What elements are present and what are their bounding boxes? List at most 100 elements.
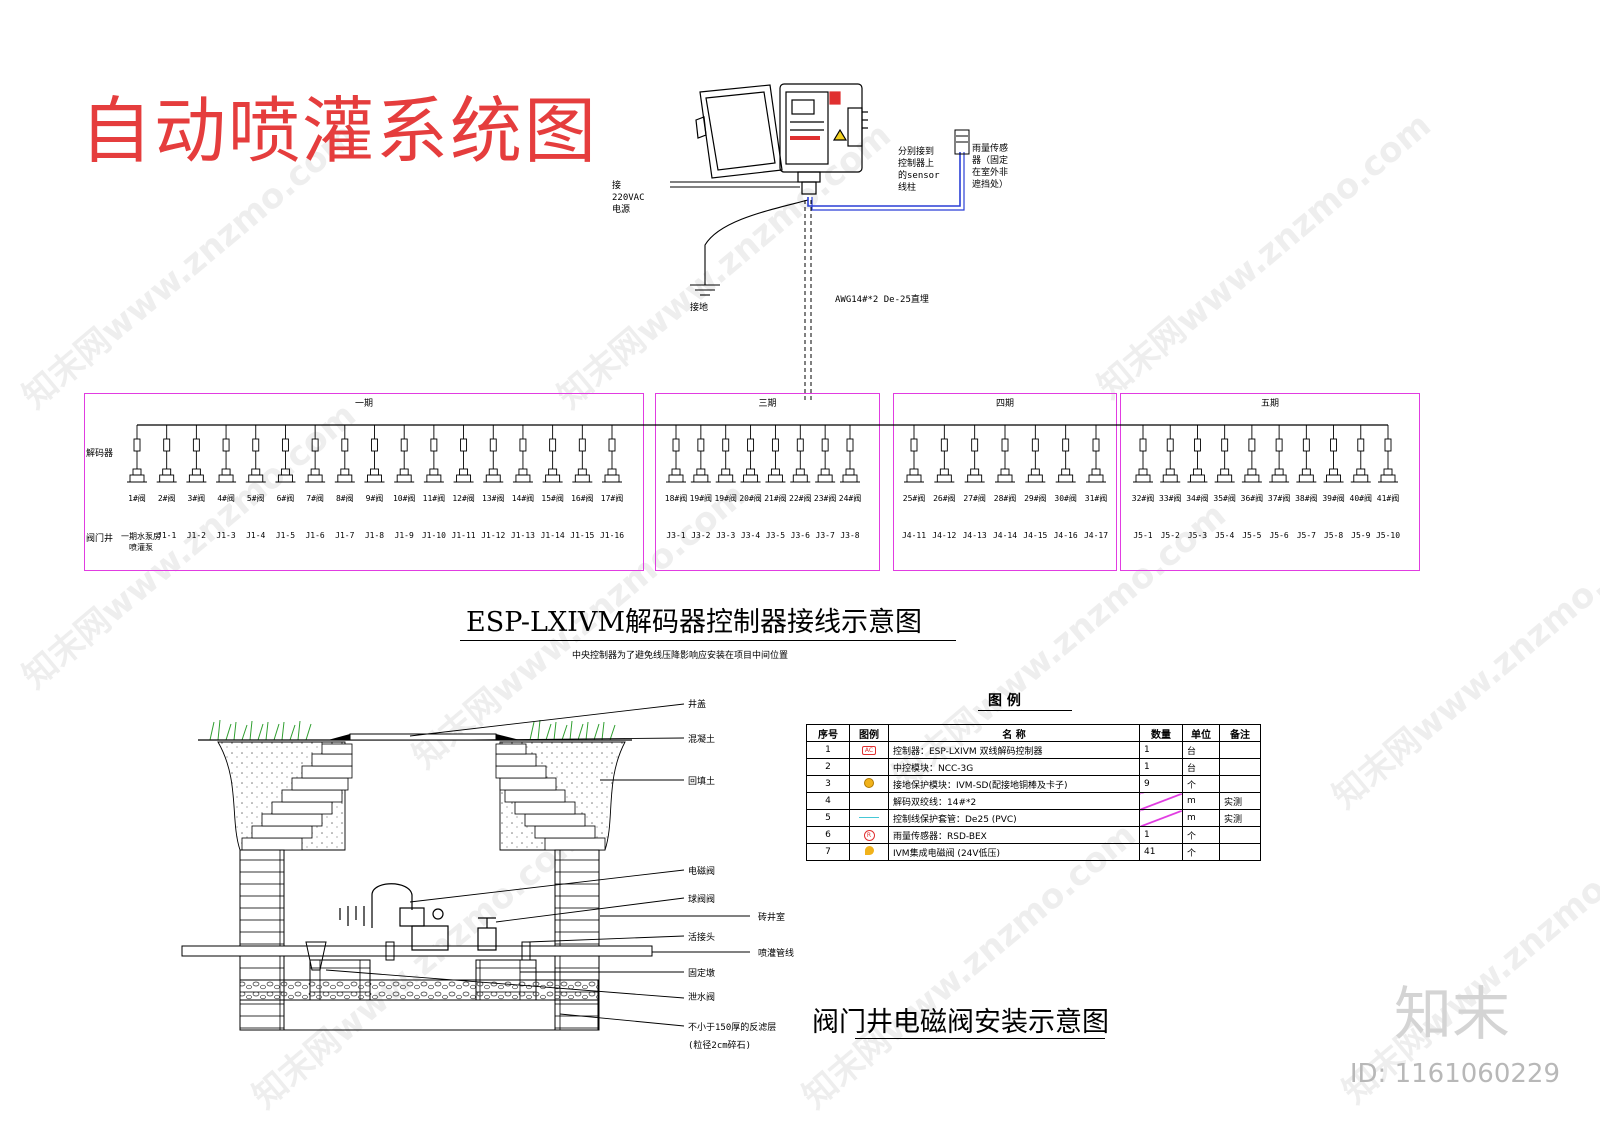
decoder-valve-icon [305, 425, 326, 483]
valve-well-id: J1-9 [394, 531, 414, 540]
decoder-valve-icon [1187, 425, 1208, 483]
decoder-valve-icon [453, 425, 474, 483]
legend-note [1219, 843, 1261, 861]
phase-box-5: 五期 [1120, 393, 1420, 571]
decoder-valve-icon [364, 425, 385, 483]
well-label: 泄水阀 [688, 993, 716, 1003]
valve-well-id: J4-12 [932, 531, 957, 540]
legend-note: 实测 [1219, 809, 1261, 827]
valve-well-id: J3-4 [740, 531, 761, 540]
valve-well-id: J1-6 [305, 531, 325, 540]
decoder-valve-icon [690, 425, 711, 483]
decoder-valve-icon [1378, 425, 1398, 483]
decoder-valve-icon [1214, 425, 1235, 483]
valve-label: 1#阀 [128, 494, 146, 503]
decoder-label: 解码器 [86, 449, 114, 459]
valve-label: 12#阀 [452, 494, 475, 503]
valve-label: 27#阀 [963, 494, 986, 503]
well-label: 活接头 [688, 933, 716, 943]
valve-label: 28#阀 [993, 494, 1017, 503]
valve-well-id: J5-3 [1187, 531, 1208, 540]
decoder-valve-icon [1350, 425, 1371, 483]
valve-well-id: J1-1 [157, 531, 177, 540]
phase-label: 一期 [354, 399, 373, 409]
decoder-valve-icon [1133, 425, 1153, 483]
well-label: 电磁阀 [688, 867, 716, 877]
decoder-valve-icon [1055, 425, 1076, 483]
valve-well-label: 阀门井 [86, 534, 114, 544]
legend-unit: 个 [1182, 843, 1220, 861]
legend-name: 中控模块：NCC-3G [888, 758, 1140, 776]
legend-row: 5 控制线保护套管：De25 (PVC) m 实测 [806, 809, 1261, 827]
valve-well-id: J4-13 [962, 531, 987, 540]
solenoid-valve-symbol-icon [864, 846, 874, 855]
rain-sensor-label: 雨量传感器（固定在室外非遮挡处） [972, 144, 1009, 190]
wiring-caption: ESP-LXIVM解码器控制器接线示意图 [466, 607, 922, 638]
image-id: ID: 1161060229 [1349, 1059, 1560, 1089]
page-title: 自动喷灌系统图 [80, 89, 599, 173]
valve-label: 20#阀 [739, 494, 762, 503]
valve-label: 17#阀 [600, 494, 624, 503]
legend-row: 2 中控模块：NCC-3G 1 台 [806, 758, 1261, 776]
decoder-valve-icon [602, 425, 622, 483]
legend-table: 序号 图例 名 称 数量 单位 备注 1 AC 控制器：ESP-LXIVM 双线… [806, 724, 1261, 861]
legend-unit: m [1182, 809, 1220, 827]
valve-label: 13#阀 [482, 494, 505, 503]
decoder-valve-icon [1296, 425, 1317, 483]
decoder-bus [127, 424, 1398, 483]
decoder-valve-icon [245, 425, 266, 483]
valve-well-id: J1-10 [421, 531, 446, 540]
legend-unit: 台 [1182, 741, 1220, 759]
controller-diagram [670, 83, 970, 400]
valve-well-id: J5-9 [1351, 531, 1371, 540]
cable-label: AWG14#*2 De-25直埋 [835, 295, 929, 305]
valve-well-id: J3-5 [765, 531, 786, 540]
legend-title-underline [978, 710, 1072, 711]
valve-well-id: J3-6 [790, 531, 810, 540]
legend-header: 序号 [806, 724, 850, 742]
valve-well-drawing [181, 703, 750, 1031]
ball-valve-icon [477, 917, 497, 951]
valve-well-id: J3-3 [716, 531, 736, 540]
well-label: 回填土 [688, 777, 716, 787]
decoder-valve-icon [572, 425, 593, 483]
legend-qty [1139, 809, 1183, 827]
legend-name: 控制器：ESP-LXIVM 双线解码控制器 [888, 741, 1140, 759]
legend-no: 1 [806, 741, 850, 759]
decoder-valve-icon [127, 425, 147, 483]
legend-name: 解码双绞线：14#*2 [888, 792, 1140, 810]
decoder-valve-icon [934, 425, 955, 483]
legend-no: 3 [806, 775, 850, 793]
decoder-valve-icon [765, 425, 786, 483]
valve-well-id: J5-2 [1160, 531, 1180, 540]
decoder-valve-icon [1086, 425, 1106, 483]
legend-qty: 1 [1139, 741, 1183, 759]
decoder-valve-icon [1025, 425, 1046, 483]
legend-unit: 个 [1182, 775, 1220, 793]
phase-label: 五期 [1260, 399, 1279, 409]
decoder-valve-icon [483, 425, 504, 483]
legend-name: 雨量传感器：RSD-BEX [888, 826, 1140, 844]
legend-qty: 1 [1139, 758, 1183, 776]
legend-note [1219, 741, 1261, 759]
phase-box-3: 三期 [655, 393, 880, 571]
drain-valve-icon [305, 941, 327, 971]
valve-label: 9#阀 [365, 494, 384, 503]
legend-title: 图 例 [988, 693, 1021, 709]
legend-qty [1139, 792, 1183, 810]
legend-qty: 1 [1139, 826, 1183, 844]
legend-row: 3 接地保护模块：IVM-SD(配接地铜棒及卡子) 9 个 [806, 775, 1261, 793]
legend-name: 接地保护模块：IVM-SD(配接地铜棒及卡子) [888, 775, 1140, 793]
legend-header: 名 称 [888, 724, 1140, 742]
decoder-valve-icon [186, 425, 207, 483]
well-label: 固定墩 [688, 969, 716, 979]
valve-label: 34#阀 [1186, 494, 1209, 503]
legend-symbol [849, 758, 889, 776]
valve-label: 35#阀 [1213, 494, 1236, 503]
valve-label: 38#阀 [1295, 494, 1318, 503]
valve-label: 19#阀 [689, 494, 713, 503]
phase-label: 四期 [995, 399, 1014, 409]
legend-row: 4 解码双绞线：14#*2 m 实测 [806, 792, 1261, 810]
valve-well-id: J5-7 [1296, 531, 1316, 540]
valve-well-id: J1-7 [335, 531, 355, 540]
